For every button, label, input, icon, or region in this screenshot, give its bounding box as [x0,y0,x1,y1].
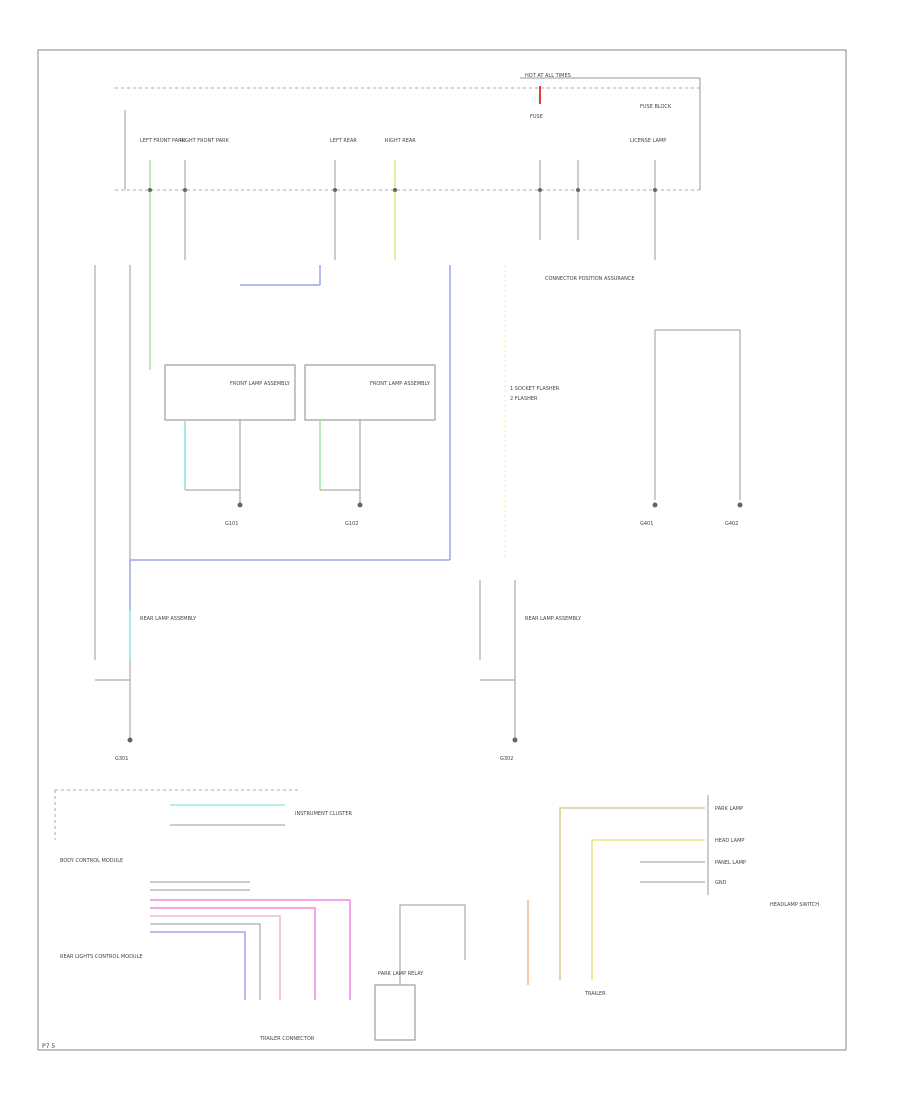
fuse-block-label: FUSE BLOCK [640,104,672,110]
ground-label-6: G402 [725,521,738,527]
ground-symbol-3 [127,737,133,743]
splice-7 [653,188,657,192]
switch-pos-head: HEAD LAMP [715,838,744,844]
pink-wire [150,915,281,1000]
ground-symbol-6 [737,502,743,508]
trailer-label: TRAILER [584,991,606,997]
switch-pos-gnd: GND [715,880,727,886]
fuse-label: FUSE [530,114,543,120]
splice-2 [183,188,187,192]
rear-lamp-label-1: REAR LAMP ASSEMBLY [140,616,197,622]
blue-wire-bcm [150,931,246,1000]
switch-pos-park: PARK LAMP [715,806,743,812]
park-lamp-relay [374,984,416,1041]
splice-5 [538,188,542,192]
top-label-2: RIGHT FRONT PARK [180,138,229,144]
splice-1 [148,188,152,192]
relay-feed-wire [399,904,466,985]
rear-lights-module-label: REAR LIGHTS CONTROL MODULE [60,954,143,960]
ground-label-1: G101 [225,521,238,527]
splice-6 [576,188,580,192]
yellow-wire-2 [591,839,705,980]
ground-symbol-2 [357,502,363,508]
top-label-3: LEFT REAR [330,138,357,144]
trailer-conn-label: TRAILER CONNECTOR [259,1036,315,1042]
top-label-1: LEFT FRONT PARK [140,138,186,144]
front-lamp-label-1: FRONT LAMP ASSEMBLY [230,381,291,387]
hot-label: HOT AT ALL TIMES [525,73,571,79]
ground-symbol-5 [652,502,658,508]
magenta-wire-2 [150,907,316,1000]
page-number: P7 5 [42,1043,55,1050]
front-lamp-assembly-right [304,364,436,421]
rear-lamp-label-2: REAR LAMP ASSEMBLY [525,616,582,622]
legend-item-2: 2 FLASHER [510,396,538,402]
legend-item-1: 1 SOCKET FLASHER [510,386,560,392]
cluster-label: INSTRUMENT CLUSTER [295,811,353,817]
switch-pos-panel: PANEL LAMP [715,860,746,866]
top-label-5: LICENSE LAMP [630,138,666,144]
splice-3 [333,188,337,192]
splice-4 [393,188,397,192]
top-label-4: RIGHT REAR [385,138,416,144]
ground-label-3: G301 [115,756,128,762]
diagram-frame [37,49,847,1051]
ground-label-5: G401 [640,521,653,527]
relay-label: PARK LAMP RELAY [378,971,424,977]
front-lamp-assembly-left [164,364,296,421]
cpa-label: CONNECTOR POSITION ASSURANCE [545,276,635,282]
ground-label-4: G302 [500,756,513,762]
ground-symbol-4 [512,737,518,743]
headlamp-switch-label: HEADLAMP SWITCH [770,902,819,908]
bcm-title: BODY CONTROL MODULE [60,858,123,864]
tan-wire [559,807,705,980]
front-lamp-label-2: FRONT LAMP ASSEMBLY [370,381,431,387]
ground-label-2: G102 [345,521,358,527]
magenta-wire-1 [150,899,351,1000]
gray-wire [150,923,261,1000]
ground-symbol-1 [237,502,243,508]
